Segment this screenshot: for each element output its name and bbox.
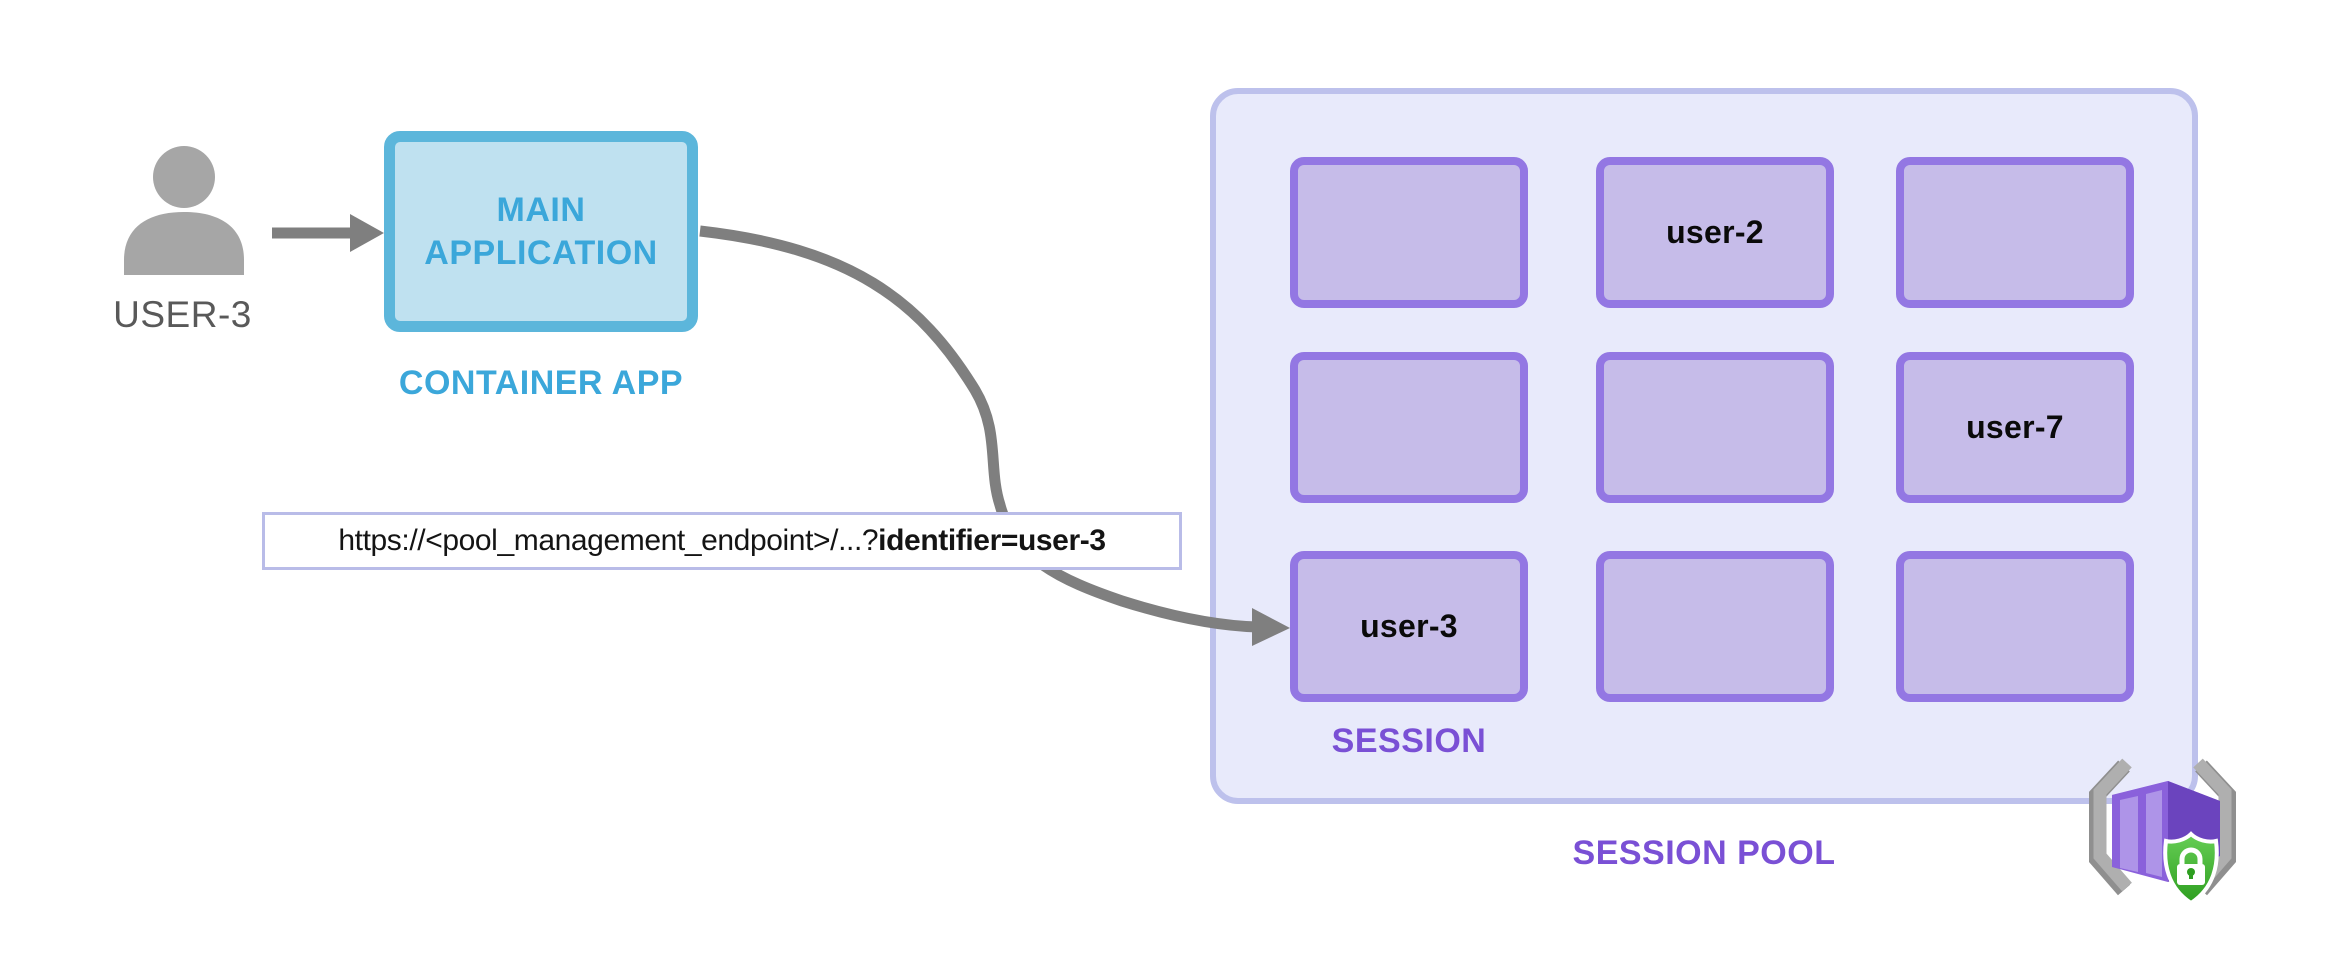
session-label: user-2 xyxy=(1666,214,1764,250)
session-box xyxy=(1596,551,1834,702)
main-application-box: MAIN APPLICATION xyxy=(384,131,698,332)
session-box xyxy=(1290,157,1528,308)
user-to-app-arrow xyxy=(272,214,384,252)
session-pool-caption: SESSION POOL xyxy=(1572,834,1836,872)
url-prefix-text: https://<pool_management_endpoint>/...? xyxy=(338,524,879,557)
user-label: USER-3 xyxy=(113,294,252,335)
session-box: user-3 xyxy=(1290,551,1528,702)
session-box xyxy=(1290,352,1528,503)
person-icon xyxy=(124,146,244,275)
session-box: user-2 xyxy=(1596,157,1834,308)
container-app-caption: CONTAINER APP xyxy=(398,364,684,402)
pool-management-url-callout: https://<pool_management_endpoint>/...?i… xyxy=(262,512,1182,570)
session-label: user-7 xyxy=(1966,409,2064,445)
url-identifier-text: identifier=user-3 xyxy=(878,524,1106,557)
session-box xyxy=(1596,352,1834,503)
main-application-label: MAIN APPLICATION xyxy=(424,191,658,272)
session-label: user-3 xyxy=(1360,608,1458,644)
session-caption: SESSION xyxy=(1331,722,1487,760)
session-box xyxy=(1896,157,2134,308)
session-box xyxy=(1896,551,2134,702)
app-to-session-arrow xyxy=(699,225,1290,646)
session-box: user-7 xyxy=(1896,352,2134,503)
